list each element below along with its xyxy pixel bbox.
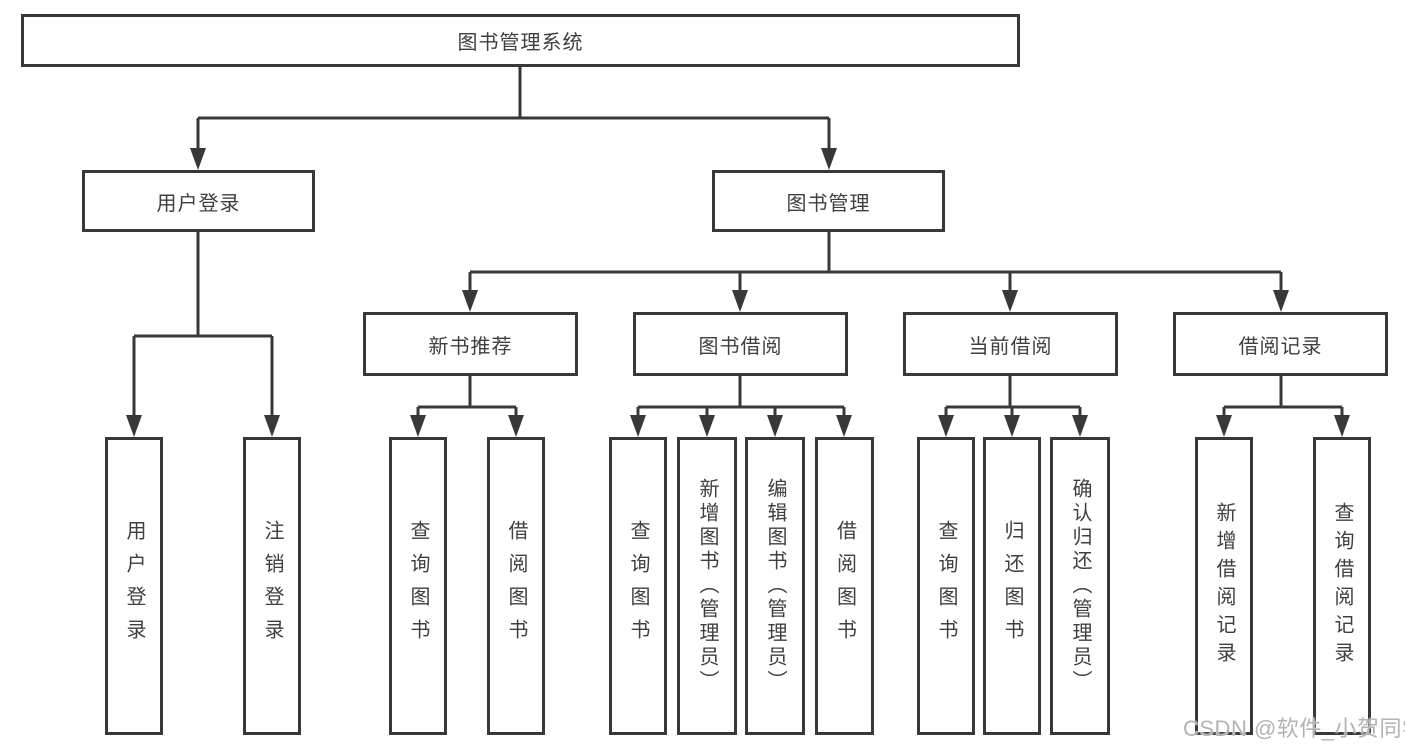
leaf-confirm-return-admin: 确认归还（管理员） [1050,437,1110,735]
node-borrow-records: 借阅记录 [1173,312,1388,376]
leaf-borrow-book-label: 借阅图书 [833,520,856,652]
leaf-query-book-current: 查询图书 [917,437,975,735]
leaf-edit-book-admin-label: 编辑图书（管理员） [764,478,786,694]
leaf-user-login: 用户登录 [105,437,163,735]
leaf-borrow-book-recommend-label: 借阅图书 [505,520,527,652]
leaf-add-book-admin-label: 新增图书（管理员） [696,478,718,694]
csdn-watermark: CSDN @软件_小贺同学 [1183,716,1405,741]
leaf-logout: 注销登录 [243,437,301,735]
leaf-borrow-book: 借阅图书 [815,437,874,735]
node-user-login: 用户登录 [82,170,315,232]
leaf-edit-book-admin: 编辑图书（管理员） [745,437,805,735]
leaf-query-book-current-label: 查询图书 [935,520,957,652]
leaf-return-book-label: 归还图书 [1001,520,1023,652]
leaf-logout-label: 注销登录 [261,520,283,652]
leaf-query-book-recommend: 查询图书 [389,437,447,735]
leaf-return-book: 归还图书 [983,437,1041,735]
leaf-query-borrow-record-label: 查询借阅记录 [1331,502,1353,670]
leaf-query-borrow-record: 查询借阅记录 [1313,437,1371,735]
leaf-confirm-return-admin-label: 确认归还（管理员） [1069,478,1091,694]
node-new-book-recommend: 新书推荐 [363,312,578,376]
leaf-query-book-borrow: 查询图书 [609,437,667,735]
leaf-add-borrow-record: 新增借阅记录 [1195,437,1253,735]
leaf-add-borrow-record-label: 新增借阅记录 [1213,502,1235,670]
leaf-query-book-borrow-label: 查询图书 [627,520,649,652]
leaf-query-book-recommend-label: 查询图书 [407,520,429,652]
leaf-add-book-admin: 新增图书（管理员） [677,437,737,735]
leaf-borrow-book-recommend: 借阅图书 [487,437,545,735]
node-book-borrow: 图书借阅 [633,312,848,376]
node-current-borrow: 当前借阅 [903,312,1118,376]
node-book-management: 图书管理 [712,170,945,232]
leaf-user-login-label: 用户登录 [123,520,145,652]
node-root-system: 图书管理系统 [21,14,1020,67]
